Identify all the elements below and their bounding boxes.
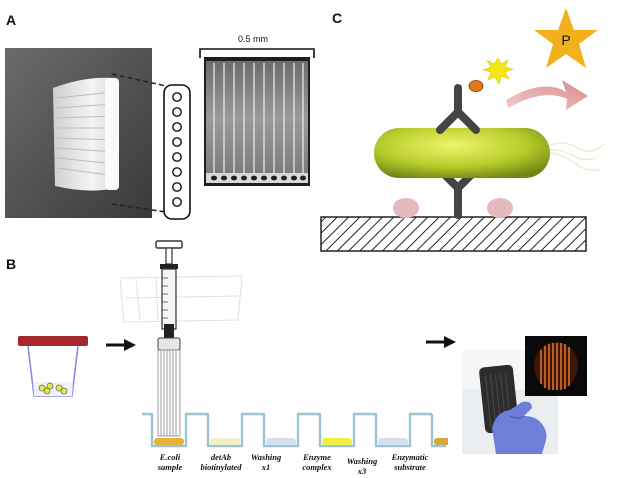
hatched-surface [320,216,587,252]
well-liquid [322,438,352,445]
syringe-with-capillary-film [155,240,183,437]
blocking-protein-blob [487,198,513,218]
panel-c-illustration: P [320,8,605,252]
sample-beaker [18,336,88,397]
capillary-schematic [163,84,191,220]
well-liquid [266,438,296,445]
well-liquid [434,438,448,445]
reaction-spark-icon [481,57,515,85]
detection-antibody [436,84,480,134]
capillary-film-photo [5,48,152,218]
well-liquid [378,438,408,445]
panel-label-b: B [6,256,17,272]
scale-bar [199,48,315,58]
well-strip-outline [142,412,432,448]
process-arrow [106,339,136,351]
capillary-cross-section-photo [204,57,310,186]
process-arrow [426,336,456,348]
bacterium-flagella [543,142,605,172]
step-label: Washing x1 [244,452,288,472]
product-label: P [561,32,570,48]
step-label-line2: complex [302,462,332,472]
zoom-connector-lines [111,73,167,213]
step-label-line2: substrate [394,462,426,472]
wash-wells-strip [142,412,448,448]
well-strip-outline [430,414,446,448]
step-label-line2: sample [157,462,183,472]
step-label-line1: E.coli [159,452,181,462]
step-label: Enzymatic substrate [384,452,436,472]
panel-a: 0.5 mm [0,0,330,230]
step-label-line2: biotinylated [200,462,242,472]
panel-label-a: A [6,12,17,28]
step-label-line1: Enzyme [303,452,331,462]
step-label: detAb biotinylated [190,452,252,472]
blocking-protein-blob [393,198,419,218]
step-label: Washing x3 [340,456,384,476]
step-label-line2: x3 [357,466,367,476]
product-star-icon [534,8,598,68]
fluorescence-readout-inset [525,336,587,396]
capture-antibody [438,168,478,219]
enzyme-label [468,80,484,92]
step-label-line1: Washing [250,452,282,462]
panel-label-c: C [332,10,343,26]
faint-sketch-lines [119,275,243,323]
well-liquid [210,438,240,445]
step-label-line2: x1 [261,462,271,472]
step-label-line1: Enzymatic [391,452,429,462]
e-coli-bacterium [374,128,550,178]
step-label-line1: detAb [210,452,232,462]
step-label: E.coli sample [148,452,192,472]
product-arrow [506,80,588,110]
step-label: Enzyme complex [292,452,342,472]
well-liquid [154,438,184,445]
step-label-line1: Washing [346,456,378,466]
scale-bar-label: 0.5 mm [238,34,269,44]
